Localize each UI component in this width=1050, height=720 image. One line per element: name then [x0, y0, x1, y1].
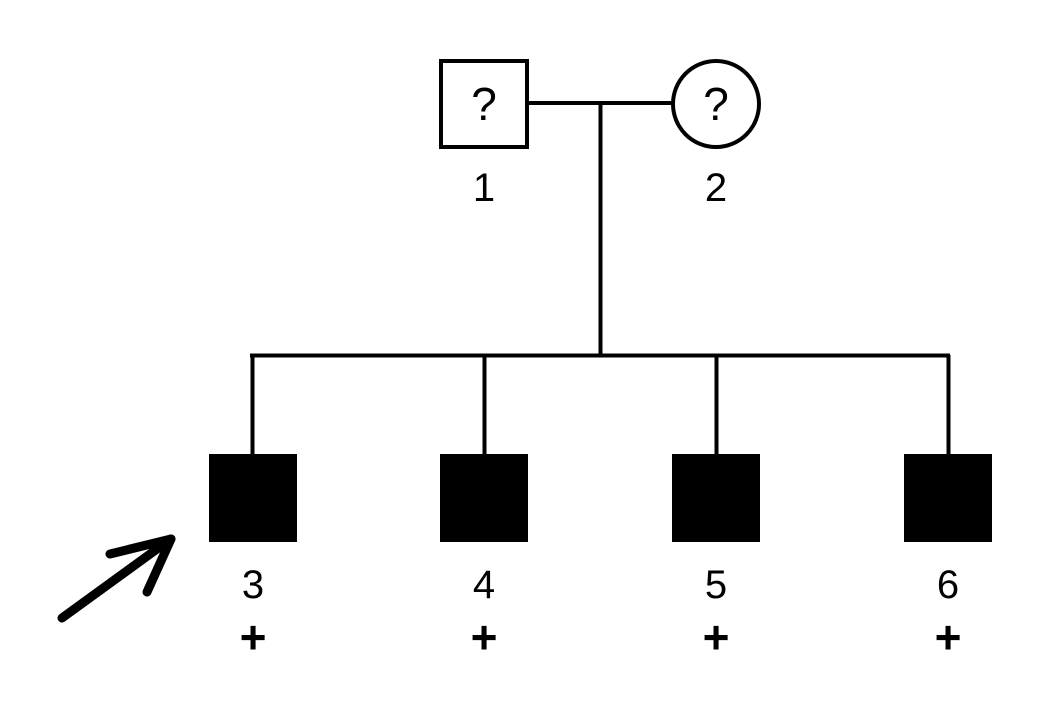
individual-id-label-6: 6	[936, 563, 960, 607]
status-marker-3: +	[239, 611, 267, 663]
unknown-status-glyph-2: ?	[703, 78, 729, 130]
individual-symbol-5[interactable]	[672, 454, 760, 542]
unknown-status-glyph-1: ?	[471, 78, 497, 130]
individual-symbol-4[interactable]	[440, 454, 528, 542]
individual-id-label-2: 2	[704, 166, 728, 210]
individual-id-label-3: 3	[241, 563, 265, 607]
individual-symbol-1[interactable]	[439, 59, 529, 149]
status-marker-4: +	[470, 611, 498, 663]
individual-symbol-6[interactable]	[904, 454, 992, 542]
proband-arrow-icon	[57, 534, 176, 623]
individual-symbol-3[interactable]	[209, 454, 297, 542]
status-marker-6: +	[934, 611, 962, 663]
individual-id-label-4: 4	[472, 563, 496, 607]
individual-id-label-1: 1	[472, 166, 496, 210]
status-marker-5: +	[702, 611, 730, 663]
individual-id-label-5: 5	[704, 563, 728, 607]
individual-symbol-2[interactable]	[671, 59, 761, 149]
